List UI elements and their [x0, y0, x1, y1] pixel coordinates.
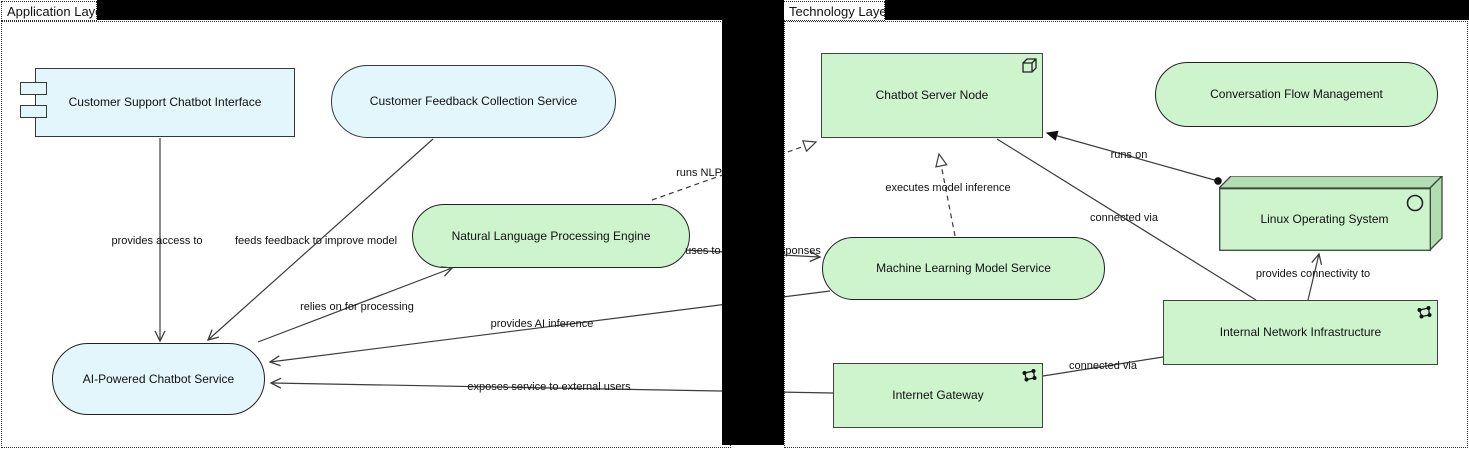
node-natural-language-processing-engine[interactable]: Natural Language Processing Engine — [412, 204, 690, 268]
node-label: Conversation Flow Management — [1210, 87, 1383, 101]
edge-label-connected-via-node[interactable]: connected via — [1090, 212, 1158, 224]
edge-label-connected-via-gateway[interactable]: connected via — [1069, 360, 1137, 372]
node-internet-gateway[interactable]: Internet Gateway — [833, 363, 1043, 428]
edge-label-executes-model-inference[interactable]: executes model inference — [885, 182, 1011, 194]
edge-label-provides-access-to[interactable]: provides access to — [111, 235, 203, 247]
edge-label-relies-on[interactable]: relies on for processing — [300, 301, 414, 313]
node-ai-powered-chatbot-service[interactable]: AI-Powered Chatbot Service — [52, 343, 265, 415]
node-linux-operating-system[interactable]: Linux Operating System — [1217, 174, 1444, 252]
technology-layer-label: Technology Layer — [789, 3, 891, 19]
technology-layer-tab: Technology Layer — [783, 1, 891, 21]
application-layer-label: Application Layer — [7, 3, 107, 19]
edge-label-feeds-feedback[interactable]: feeds feedback to improve model — [234, 235, 398, 247]
network-dots-icon — [1022, 369, 1037, 382]
node-label: Chatbot Server Node — [875, 88, 989, 102]
node-conversation-flow-management[interactable]: Conversation Flow Management — [1155, 62, 1438, 127]
cube-icon — [1022, 58, 1037, 73]
edge-label-runs-nlp[interactable]: runs NLP — [676, 167, 722, 179]
node-customer-support-chatbot-interface[interactable]: Customer Support Chatbot Interface — [20, 68, 295, 137]
node-label: Natural Language Processing Engine — [451, 228, 651, 243]
node-label: Customer Support Chatbot Interface — [68, 95, 262, 109]
edge-label-provides-connectivity[interactable]: provides connectivity to — [1255, 268, 1371, 280]
network-dots-icon — [1417, 306, 1432, 319]
circle-icon — [1406, 194, 1424, 212]
node-label: Customer Feedback Collection Service — [369, 94, 578, 108]
component-tab-icon — [20, 105, 47, 118]
node-label: AI-Powered Chatbot Service — [82, 371, 235, 386]
redaction-bar-top-left — [97, 0, 722, 20]
edge-label-exposes-service[interactable]: exposes service to external users — [467, 381, 631, 393]
node-chatbot-server-node[interactable]: Chatbot Server Node — [821, 53, 1043, 138]
edge-label-provides-ai-inference[interactable]: provides AI inference — [490, 318, 594, 330]
component-tab-icon — [20, 82, 47, 95]
node-label: Internal Network Infrastructure — [1219, 325, 1382, 339]
node-label: Linux Operating System — [1260, 212, 1389, 226]
node-customer-feedback-collection-service[interactable]: Customer Feedback Collection Service — [331, 65, 616, 138]
application-layer-tab: Application Layer — [1, 1, 107, 21]
node-internal-network-infrastructure[interactable]: Internal Network Infrastructure — [1163, 300, 1438, 365]
node-label: Internet Gateway — [892, 388, 984, 402]
node-machine-learning-model-service[interactable]: Machine Learning Model Service — [822, 237, 1105, 300]
edge-label-runs-on[interactable]: runs on — [1110, 149, 1148, 161]
redaction-bar-top-right — [885, 0, 1469, 20]
redaction-bar-vertical — [722, 0, 784, 445]
node-label: Machine Learning Model Service — [876, 261, 1051, 275]
technology-layer-panel — [784, 21, 1468, 448]
